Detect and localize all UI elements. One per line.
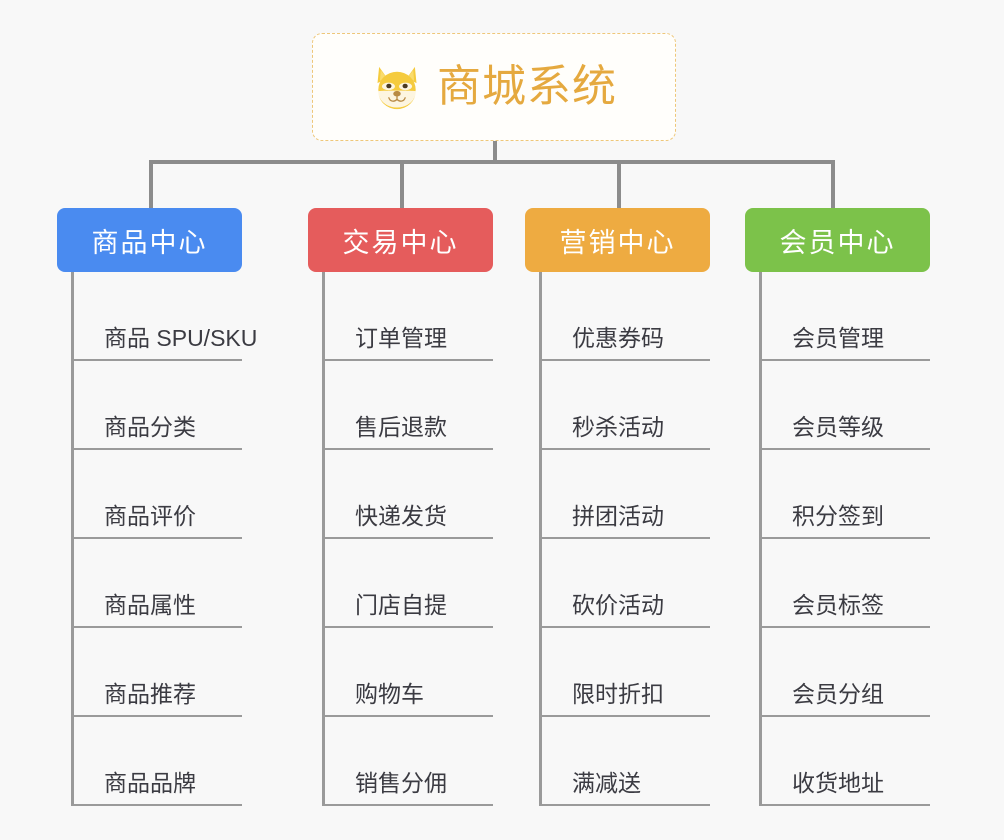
shiba-dog-face-icon — [371, 62, 423, 114]
leaf-label: 会员分组 — [792, 681, 884, 707]
leaf-label: 限时折扣 — [572, 681, 664, 707]
list-item[interactable]: 秒杀活动 — [542, 361, 710, 450]
list-item[interactable]: 优惠券码 — [542, 272, 710, 361]
root-title: 商城系统 — [437, 62, 617, 111]
list-item[interactable]: 限时折扣 — [542, 628, 710, 717]
category-label: 会员中心 — [779, 227, 896, 258]
leaf-label: 快递发货 — [355, 503, 447, 529]
leaf-list-marketing-center: 优惠券码 秒杀活动 拼团活动 砍价活动 限时折扣 满减送 — [539, 272, 710, 806]
leaf-label: 商品推荐 — [104, 681, 196, 707]
leaf-label: 砍价活动 — [572, 592, 664, 618]
leaf-label: 门店自提 — [355, 592, 447, 618]
list-item[interactable]: 门店自提 — [325, 539, 493, 628]
leaf-label: 会员等级 — [792, 414, 884, 440]
leaf-list-trade-center: 订单管理 售后退款 快递发货 门店自提 购物车 销售分佣 — [322, 272, 493, 806]
list-item[interactable]: 售后退款 — [325, 361, 493, 450]
connector-horizontal-bus — [149, 160, 835, 164]
list-item[interactable]: 会员等级 — [762, 361, 930, 450]
leaf-list-product-center: 商品 SPU/SKU 商品分类 商品评价 商品属性 商品推荐 商品品牌 — [71, 272, 257, 806]
list-item[interactable]: 商品属性 — [74, 539, 242, 628]
list-item[interactable]: 满减送 — [542, 717, 710, 806]
category-header-member-center[interactable]: 会员中心 — [745, 208, 930, 272]
list-item[interactable]: 会员管理 — [762, 272, 930, 361]
list-item[interactable]: 商品评价 — [74, 450, 242, 539]
list-item[interactable]: 订单管理 — [325, 272, 493, 361]
list-item[interactable]: 积分签到 — [762, 450, 930, 539]
leaf-label: 售后退款 — [355, 414, 447, 440]
branch-trade-center: 交易中心 订单管理 售后退款 快递发货 门店自提 购物车 销售分佣 — [308, 208, 493, 806]
category-header-trade-center[interactable]: 交易中心 — [308, 208, 493, 272]
leaf-label: 满减送 — [572, 770, 641, 796]
leaf-label: 会员标签 — [792, 592, 884, 618]
leaf-label: 销售分佣 — [355, 770, 447, 796]
category-header-product-center[interactable]: 商品中心 — [57, 208, 242, 272]
list-item[interactable]: 销售分佣 — [325, 717, 493, 806]
connector-drop-marketing-center — [617, 160, 621, 210]
list-item[interactable]: 收货地址 — [762, 717, 930, 806]
connector-root-stem — [493, 141, 497, 163]
connector-drop-product-center — [149, 160, 153, 210]
leaf-label: 商品评价 — [104, 503, 196, 529]
connector-drop-trade-center — [400, 160, 404, 210]
category-label: 交易中心 — [342, 227, 459, 258]
leaf-label: 商品 SPU/SKU — [104, 325, 258, 351]
leaf-label: 拼团活动 — [572, 503, 664, 529]
list-item[interactable]: 会员分组 — [762, 628, 930, 717]
list-item[interactable]: 商品品牌 — [74, 717, 242, 806]
leaf-label: 会员管理 — [792, 325, 884, 351]
branch-marketing-center: 营销中心 优惠券码 秒杀活动 拼团活动 砍价活动 限时折扣 满减送 — [525, 208, 710, 806]
list-item[interactable]: 快递发货 — [325, 450, 493, 539]
leaf-label: 积分签到 — [792, 503, 884, 529]
connector-drop-member-center — [831, 160, 835, 210]
category-label: 营销中心 — [559, 227, 676, 258]
list-item[interactable]: 商品推荐 — [74, 628, 242, 717]
leaf-label: 购物车 — [355, 681, 424, 707]
list-item[interactable]: 商品 SPU/SKU — [74, 272, 257, 361]
leaf-label: 订单管理 — [355, 325, 447, 351]
leaf-label: 商品属性 — [104, 592, 196, 618]
root-node[interactable]: 商城系统 — [312, 33, 676, 141]
leaf-label: 优惠券码 — [572, 325, 664, 351]
leaf-label: 商品分类 — [104, 414, 196, 440]
branch-product-center: 商品中心 商品 SPU/SKU 商品分类 商品评价 商品属性 商品推荐 商品品牌 — [57, 208, 257, 806]
leaf-list-member-center: 会员管理 会员等级 积分签到 会员标签 会员分组 收货地址 — [759, 272, 930, 806]
leaf-label: 秒杀活动 — [572, 414, 664, 440]
list-item[interactable]: 商品分类 — [74, 361, 242, 450]
leaf-label: 商品品牌 — [104, 770, 196, 796]
list-item[interactable]: 拼团活动 — [542, 450, 710, 539]
list-item[interactable]: 会员标签 — [762, 539, 930, 628]
leaf-label: 收货地址 — [792, 770, 884, 796]
category-label: 商品中心 — [91, 227, 208, 258]
category-header-marketing-center[interactable]: 营销中心 — [525, 208, 710, 272]
list-item[interactable]: 砍价活动 — [542, 539, 710, 628]
branch-member-center: 会员中心 会员管理 会员等级 积分签到 会员标签 会员分组 收货地址 — [745, 208, 930, 806]
list-item[interactable]: 购物车 — [325, 628, 493, 717]
